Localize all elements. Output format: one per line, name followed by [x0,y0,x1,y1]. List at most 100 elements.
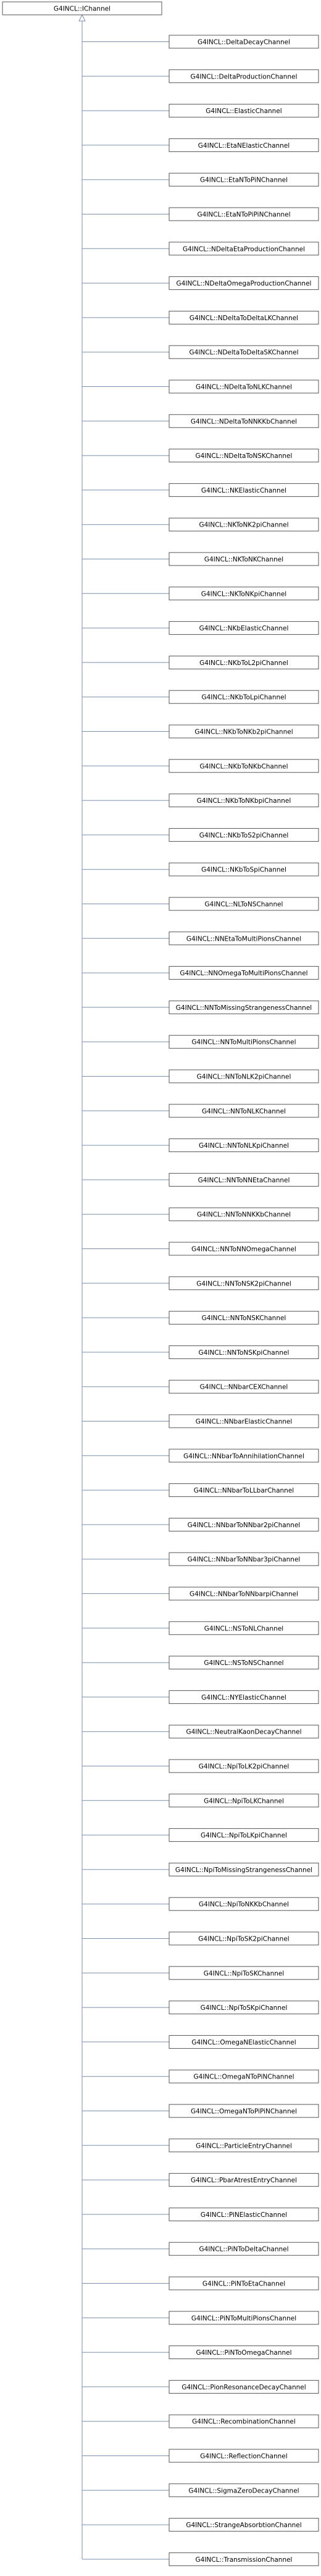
derived-class-box [169,1517,319,1532]
derived-class-label: G4INCL::EtaNToPiPiNChannel [197,211,290,219]
derived-class-node[interactable]: G4INCL::PiNToEtaChannel [169,2276,319,2290]
derived-class-node[interactable]: G4INCL::NNToNLKpiChannel [169,1138,319,1153]
derived-class-node[interactable]: G4INCL::NDeltaToDeltaSKChannel [169,345,319,359]
derived-class-box [169,862,319,876]
derived-class-node[interactable]: G4INCL::PionResonanceDecayChannel [169,2379,319,2394]
derived-class-node[interactable]: G4INCL::NSToNLChannel [169,1621,319,1635]
derived-class-node[interactable]: G4INCL::NNToNSK2piChannel [169,1276,319,1290]
base-class-node[interactable]: G4INCL::IChannel [2,1,162,15]
derived-class-box [169,310,319,324]
derived-class-node[interactable]: G4INCL::NDeltaToNSKChannel [169,449,319,463]
derived-class-node[interactable]: G4INCL::NNToNSKpiChannel [169,1345,319,1359]
derived-class-node[interactable]: G4INCL::NKbToSpiChannel [169,862,319,876]
derived-class-node[interactable]: G4INCL::NLToNSChannel [169,897,319,911]
derived-class-box [169,1966,319,1980]
derived-class-node[interactable]: G4INCL::NpiToNKKbChannel [169,1897,319,1911]
derived-class-node[interactable]: G4INCL::OmegaNToPiNChannel [169,2069,319,2083]
derived-class-node[interactable]: G4INCL::NNToNSKChannel [169,1311,319,1325]
derived-class-node[interactable]: G4INCL::NpiToMissingStrangenessChannel [169,1862,319,1876]
derived-class-node[interactable]: G4INCL::NKbToNKb2piChannel [169,724,319,739]
derived-class-node[interactable]: G4INCL::NDeltaOmegaProductionChannel [169,276,319,290]
derived-class-node[interactable]: G4INCL::TransmissionChannel [169,2552,319,2566]
derived-class-node[interactable]: G4INCL::NNOmegaToMultiPionsChannel [169,966,319,980]
derived-class-node[interactable]: G4INCL::NKbToNKbChannel [169,759,319,773]
derived-class-node[interactable]: G4INCL::NKbToLpiChannel [169,690,319,704]
derived-class-node[interactable]: G4INCL::NYElasticChannel [169,1690,319,1704]
derived-class-box [169,690,319,704]
derived-class-node[interactable]: G4INCL::NKbElasticChannel [169,621,319,635]
derived-class-node[interactable]: G4INCL::ElasticChannel [169,104,319,118]
derived-class-node[interactable]: G4INCL::NNToNNEtaChannel [169,1172,319,1187]
derived-class-box [169,621,319,635]
derived-class-node[interactable]: G4INCL::NKbToNKbpiChannel [169,794,319,808]
derived-class-node[interactable]: G4INCL::ParticleEntryChannel [169,2138,319,2153]
derived-class-node[interactable]: G4INCL::NNbarToLLbarChannel [169,1483,319,1498]
derived-class-box [169,104,319,118]
derived-class-node[interactable]: G4INCL::EtaNToPiNChannel [169,172,319,187]
derived-class-node[interactable]: G4INCL::OmegaNToPiPiNChannel [169,2104,319,2118]
derived-class-node[interactable]: G4INCL::DeltaDecayChannel [169,35,319,49]
derived-class-node[interactable]: G4INCL::NDeltaEtaProductionChannel [169,242,319,256]
derived-class-node[interactable]: G4INCL::NKToNKChannel [169,552,319,566]
derived-class-node[interactable]: G4INCL::NNbarToNNbar3piChannel [169,1552,319,1566]
derived-class-node[interactable]: G4INCL::NNEtaToMultiPionsChannel [169,931,319,946]
derived-class-node[interactable]: G4INCL::NNToNNKKbChannel [169,1207,319,1221]
derived-class-node[interactable]: G4INCL::EtaNToPiPiNChannel [169,207,319,221]
derived-class-node[interactable]: G4INCL::NNToNLKChannel [169,1104,319,1118]
derived-class-node[interactable]: G4INCL::EtaNElasticChannel [169,138,319,152]
derived-class-box [169,69,319,83]
derived-class-node[interactable]: G4INCL::NKElasticChannel [169,483,319,497]
derived-class-node[interactable]: G4INCL::NpiToLKChannel [169,1794,319,1808]
derived-class-node[interactable]: G4INCL::NNToNNOmegaChannel [169,1242,319,1256]
derived-class-node[interactable]: G4INCL::NpiToSKpiChannel [169,2001,319,2015]
derived-class-box [169,587,319,601]
derived-class-node[interactable]: G4INCL::NSToNSChannel [169,1656,319,1670]
derived-class-node[interactable]: G4INCL::SigmaZeroDecayChannel [169,2483,319,2498]
derived-class-label: G4INCL::NKbToS2piChannel [199,832,289,839]
derived-class-node[interactable]: G4INCL::NDeltaToDeltaLKChannel [169,310,319,324]
derived-class-node[interactable]: G4INCL::NNbarElasticChannel [169,1414,319,1428]
derived-class-node[interactable]: G4INCL::NDeltaToNLKChannel [169,379,319,394]
derived-class-node[interactable]: G4INCL::NNToMissingStrangenessChannel [169,1000,319,1014]
derived-class-node[interactable]: G4INCL::NDeltaToNNKKbChannel [169,414,319,428]
derived-class-node[interactable]: G4INCL::NKbToS2piChannel [169,828,319,842]
derived-class-node[interactable]: G4INCL::PiNToOmegaChannel [169,2345,319,2360]
inheritance-arrowhead [78,14,86,22]
derived-class-node[interactable]: G4INCL::RecombinationChannel [169,2414,319,2428]
derived-class-node[interactable]: G4INCL::ReflectionChannel [169,2449,319,2463]
derived-class-node[interactable]: G4INCL::NKbToL2piChannel [169,655,319,669]
derived-class-node[interactable]: G4INCL::NNToMultiPionsChannel [169,1035,319,1049]
derived-class-box [169,1000,319,1014]
derived-class-node[interactable]: G4INCL::PbarAtrestEntryChannel [169,2173,319,2187]
derived-class-node[interactable]: G4INCL::NpiToLKpiChannel [169,1828,319,1842]
derived-class-label: G4INCL::NKbToSpiChannel [201,866,286,874]
derived-class-node[interactable]: G4INCL::NNbarToNNbarpiChannel [169,1587,319,1601]
derived-class-label: G4INCL::NYElasticChannel [201,1694,286,1701]
derived-class-node[interactable]: G4INCL::NKToNKpiChannel [169,587,319,601]
derived-class-node[interactable]: G4INCL::NNbarCEXChannel [169,1379,319,1394]
derived-class-node[interactable]: G4INCL::NKToNK2piChannel [169,517,319,532]
derived-class-node[interactable]: G4INCL::DeltaProductionChannel [169,69,319,83]
derived-class-node[interactable]: G4INCL::PiNElasticChannel [169,2207,319,2221]
derived-class-label: G4INCL::NDeltaToNNKKbChannel [191,418,297,425]
derived-class-box [169,655,319,669]
derived-class-label: G4INCL::PiNToDeltaChannel [199,2246,288,2253]
derived-class-node[interactable]: G4INCL::NNbarToNNbar2piChannel [169,1517,319,1532]
derived-class-node[interactable]: G4INCL::PiNToMultiPionsChannel [169,2311,319,2325]
derived-class-node[interactable]: G4INCL::StrangeAbsorbtionChannel [169,2518,319,2532]
derived-class-node[interactable]: G4INCL::NNbarToAnnihilationChannel [169,1449,319,1463]
derived-class-node[interactable]: G4INCL::NpiToSKChannel [169,1966,319,1980]
derived-class-box [169,1414,319,1428]
derived-class-node[interactable]: G4INCL::NeutralKaonDecayChannel [169,1724,319,1739]
derived-class-label: G4INCL::ReflectionChannel [200,2453,287,2460]
derived-class-box [169,1621,319,1635]
derived-class-node[interactable]: G4INCL::NpiToLK2piChannel [169,1759,319,1773]
derived-class-node[interactable]: G4INCL::NNToNLK2piChannel [169,1069,319,1083]
derived-class-node[interactable]: G4INCL::NpiToSK2piChannel [169,1931,319,1946]
derived-class-label: G4INCL::NNToNLKpiChannel [199,1142,289,1150]
derived-class-node[interactable]: G4INCL::OmegaNElasticChannel [169,2035,319,2049]
derived-class-node[interactable]: G4INCL::PiNToDeltaChannel [169,2242,319,2256]
derived-class-box [169,2173,319,2187]
derived-class-box [169,2069,319,2083]
